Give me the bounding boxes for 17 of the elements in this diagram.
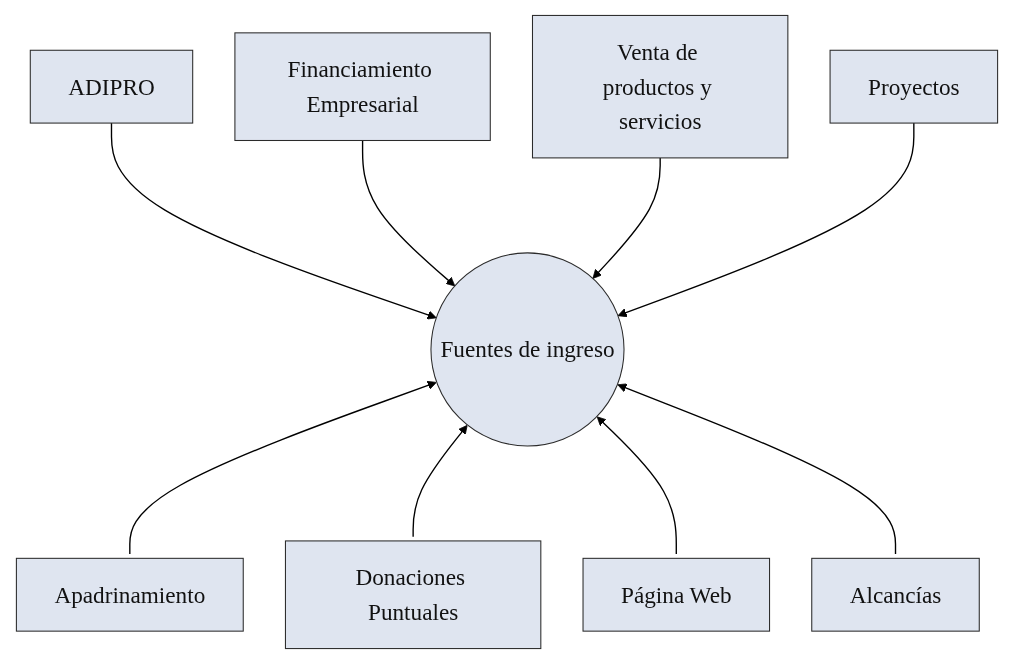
arrow	[412, 424, 468, 538]
node-box: Página Web	[582, 557, 771, 632]
arrow	[617, 383, 897, 555]
node-circle: Fuentes de ingreso	[430, 252, 625, 447]
arrow	[617, 122, 915, 318]
node-box: Alcancías	[811, 557, 980, 632]
node-box: Venta de productos y servicios	[531, 14, 789, 159]
node-box: ADIPRO	[29, 49, 194, 124]
arrow	[596, 416, 677, 555]
arrow	[110, 122, 437, 320]
arrow	[129, 380, 437, 555]
node-box: Proyectos	[829, 49, 999, 124]
arrow	[361, 139, 456, 287]
node-box: Donaciones Puntuales	[284, 540, 542, 650]
node-box: Financiamiento Empresarial	[234, 32, 491, 141]
node-box: Apadrinamiento	[15, 557, 244, 632]
arrow	[592, 157, 661, 279]
